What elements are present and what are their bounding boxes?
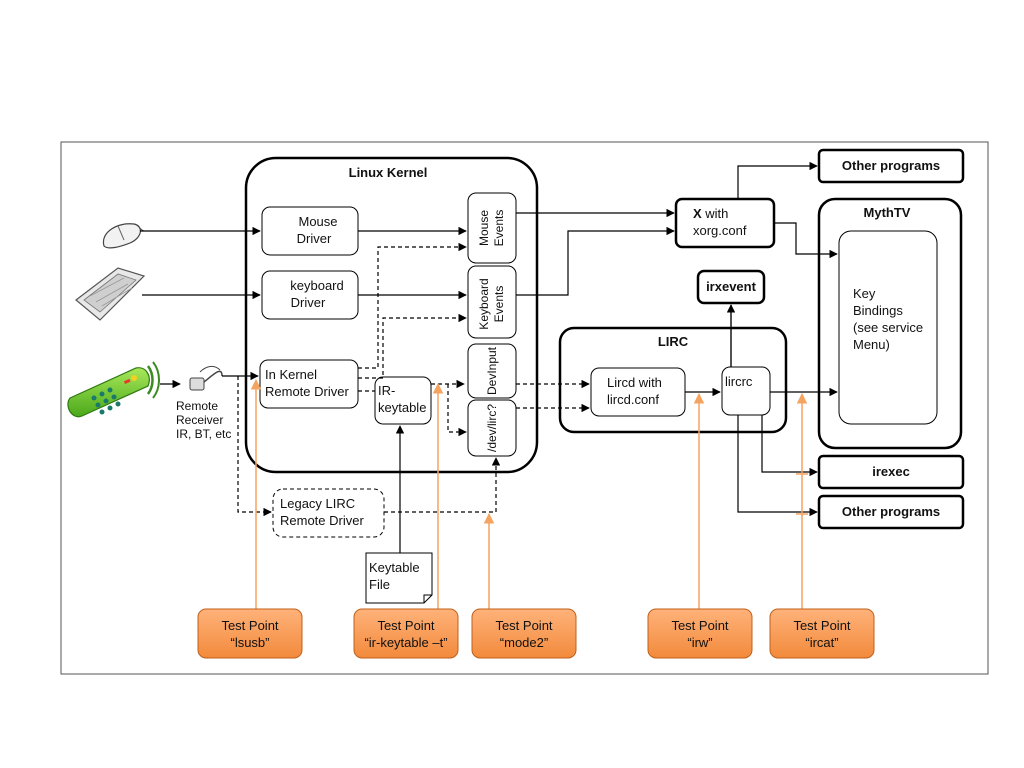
mythtv-title: MythTV <box>864 205 911 220</box>
receiver-line-3: IR, BT, etc <box>176 427 231 441</box>
keytable-file-document: Keytable File <box>365 552 433 604</box>
svg-text:X with: X with <box>693 206 728 221</box>
remote-driver-line-1: In Kernel <box>265 367 317 382</box>
legacy-lirc-driver-box: Legacy LIRC Remote Driver <box>272 488 385 538</box>
keytable-file-line-2: File <box>369 577 390 592</box>
test-point-ircat-line-2: “ircat” <box>805 635 838 650</box>
test-point-mode2: Test Point “mode2” <box>471 608 577 659</box>
devinput-box: DevInput <box>467 343 517 399</box>
irexec-label: irexec <box>872 464 910 479</box>
outer-frame <box>60 141 989 675</box>
lircd-line-2: lircd.conf <box>607 392 659 407</box>
keyboard-driver-box: keyboard Driver <box>261 270 359 320</box>
irexec-box: irexec <box>817 454 965 490</box>
test-point-lsusb-line-2: “lsusb” <box>230 635 269 650</box>
mouse-driver-line-1: Mouse <box>298 214 337 229</box>
key-bindings-line-2: Bindings <box>853 303 903 318</box>
key-bindings-line-3: (see service <box>853 320 923 335</box>
x-label-bold: X <box>693 206 702 221</box>
other-programs-bottom-label: Other programs <box>842 504 940 519</box>
test-point-irw-line-2: “irw” <box>687 635 712 650</box>
test-point-ir-keytable: Test Point “ir-keytable –t” <box>353 608 459 659</box>
keyboard-driver-line-2: Driver <box>291 295 326 310</box>
keyboard-events-line-1: Keyboard <box>477 278 491 329</box>
mouse-icon <box>102 223 145 249</box>
lircd-line-1: Lircd with <box>607 375 662 390</box>
ir-keytable-line-2: keytable <box>378 400 426 415</box>
test-point-ir-keytable-line-2: “ir-keytable –t” <box>364 635 447 650</box>
test-point-irw-line-1: Test Point <box>671 618 728 633</box>
mouse-events-line-2: Events <box>492 210 506 247</box>
keyboard-events-line-2: Events <box>492 286 506 323</box>
ir-keytable-line-1: IR- <box>378 383 395 398</box>
linux-kernel-container: Linux Kernel <box>244 156 539 474</box>
solid-connectors <box>140 161 838 553</box>
test-point-lsusb: Test Point “lsusb” <box>197 608 303 659</box>
test-point-ir-keytable-line-1: Test Point <box>377 618 434 633</box>
mythtv-container: MythTV Key Bindings (see service Menu) <box>817 197 963 450</box>
linux-kernel-title: Linux Kernel <box>349 165 428 180</box>
test-point-lsusb-line-1: Test Point <box>221 618 278 633</box>
devinput-label: DevInput <box>485 346 499 395</box>
ir-receiver-icon <box>189 365 223 391</box>
dev-lirc-box: /dev/lirc? <box>467 399 517 457</box>
test-point-mode2-line-2: “mode2” <box>500 635 548 650</box>
receiver-line-1: Remote <box>176 399 218 413</box>
other-programs-bottom-box: Other programs <box>817 494 965 530</box>
test-point-ircat-line-1: Test Point <box>793 618 850 633</box>
key-bindings-line-4: Menu) <box>853 337 890 352</box>
x-xorg-box: X with xorg.conf <box>674 197 776 249</box>
in-kernel-remote-driver-box: In Kernel Remote Driver <box>259 359 359 409</box>
mouse-driver-box: Mouse Driver <box>261 206 359 256</box>
test-point-ircat: Test Point “ircat” <box>769 608 875 659</box>
legacy-driver-line-1: Legacy LIRC <box>280 496 355 511</box>
key-bindings-box <box>838 230 938 425</box>
keyboard-events-box: Keyboard Events <box>467 265 517 339</box>
x-label-line-2: xorg.conf <box>693 223 747 238</box>
remote-driver-line-2: Remote Driver <box>265 384 349 399</box>
x-label-rest: with <box>702 206 729 221</box>
lircrc-box: lircrc <box>721 366 771 416</box>
dev-lirc-label: /dev/lirc? <box>485 404 499 452</box>
lirc-title: LIRC <box>658 334 689 349</box>
irxevent-label: irxevent <box>706 279 757 294</box>
receiver-line-2: Receiver <box>176 413 223 427</box>
key-bindings-line-1: Key <box>853 286 876 301</box>
other-programs-top-box: Other programs <box>817 148 965 184</box>
remote-control-icon <box>67 361 160 418</box>
keyboard-driver-line-1: keyboard <box>290 278 343 293</box>
mouse-driver-line-2: Driver <box>297 231 332 246</box>
ir-keytable-box: IR- keytable <box>374 376 432 425</box>
test-point-connectors <box>250 378 808 609</box>
lircrc-label: lircrc <box>725 374 753 389</box>
lirc-container: LIRC <box>558 326 788 434</box>
keyboard-icon <box>75 267 146 321</box>
irxevent-box: irxevent <box>696 269 766 305</box>
test-point-junction-marks <box>796 473 808 515</box>
test-point-irw: Test Point “irw” <box>647 608 753 659</box>
lircd-box: Lircd with lircd.conf <box>590 367 686 417</box>
test-point-mode2-line-1: Test Point <box>495 618 552 633</box>
legacy-driver-line-2: Remote Driver <box>280 513 364 528</box>
mouse-events-line-1: Mouse <box>477 210 491 246</box>
keytable-file-line-1: Keytable <box>369 560 420 575</box>
dashed-connectors <box>237 242 590 517</box>
other-programs-top-label: Other programs <box>842 158 940 173</box>
mouse-events-box: Mouse Events <box>467 192 517 264</box>
